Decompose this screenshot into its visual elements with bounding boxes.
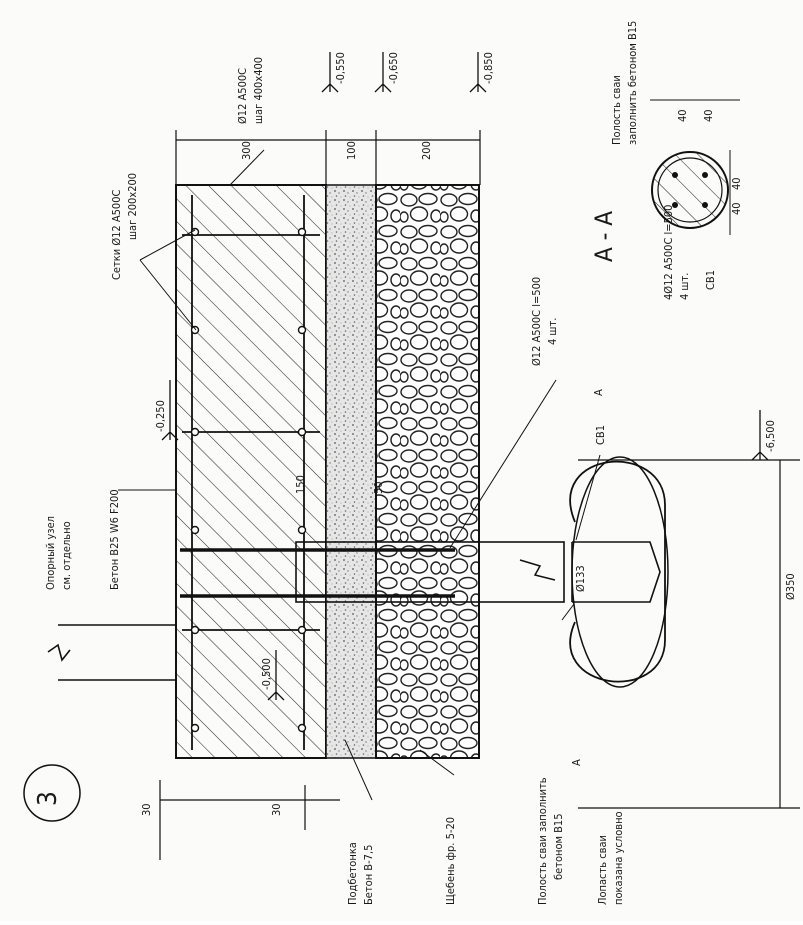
blinding-layer <box>325 184 377 759</box>
dim-50: 50 <box>372 481 385 494</box>
dim-s40d: 40 <box>730 202 743 215</box>
mesh-rebar <box>182 195 320 750</box>
dim-150: 150 <box>294 475 307 494</box>
level-l4: -0,250 <box>154 400 167 432</box>
section-cavity-label-2: заполнить бетоном В15 <box>626 21 639 145</box>
support-node-label: Опорный узел <box>44 516 57 590</box>
level-l1: -0,550 <box>334 52 347 84</box>
support-node-label-2: см. отдельно <box>60 521 73 590</box>
blade-label-2: показана условно <box>612 811 625 905</box>
dim-200: 200 <box>420 141 433 160</box>
blinding-label-2: Бетон В-7,5 <box>362 845 375 905</box>
section-bars-label: 4Ø12 А500С l=500 <box>662 205 675 300</box>
dim-30a: 30 <box>140 803 153 816</box>
level-l3: -0,850 <box>482 52 495 84</box>
dim-300: 300 <box>240 141 253 160</box>
gravel-label: Щебень фр. 5-20 <box>444 817 457 905</box>
blinding-label: Подбетонка <box>346 842 359 905</box>
support-column <box>47 624 176 681</box>
section-bars-count: 4 шт. <box>678 273 691 300</box>
dimension-lines <box>159 130 800 860</box>
rebar-top-step-label: шаг 400х400 <box>252 57 265 124</box>
section-letter-a: А <box>592 389 605 396</box>
level-l2: -0,650 <box>387 52 400 84</box>
gravel-layer <box>375 184 480 759</box>
section-cavity-label: Полость сваи <box>610 75 623 145</box>
leader-lines <box>118 149 601 801</box>
detail-number: 3 <box>33 791 63 806</box>
pile-cavity-label-2: бетоном В15 <box>552 813 565 880</box>
meshes-label: Сетки Ø12 А500С <box>110 190 123 280</box>
anchor-bars-label: Ø12 А500С l=500 <box>530 277 543 366</box>
dim-s40c: 40 <box>730 177 743 190</box>
dim-100: 100 <box>345 141 358 160</box>
anchor-bars-count: 4 шт. <box>546 318 559 345</box>
section-aa <box>650 99 740 235</box>
meshes-step-label: шаг 200х200 <box>126 173 139 240</box>
dim-pipe-d: Ø133 <box>574 565 587 592</box>
dim-30b: 30 <box>270 803 283 816</box>
pile-mark-section: СВ1 <box>704 270 717 290</box>
section-title: А - А <box>590 211 618 262</box>
section-letter-a-2: А <box>570 759 583 766</box>
pile-mark: СВ1 <box>594 425 607 445</box>
dim-s40b: 40 <box>702 109 715 122</box>
blade-label: Лопасть сваи <box>596 835 609 905</box>
rebar-top-label: Ø12 А500С <box>236 68 249 124</box>
dim-blade-d: Ø350 <box>784 573 797 600</box>
level-l5: -0,500 <box>260 658 273 690</box>
pile-cavity-label: Полость сваи заполнить <box>536 777 549 905</box>
detail-callout-circle <box>23 764 81 822</box>
pile-blade <box>569 456 669 688</box>
level-markers <box>161 52 769 701</box>
level-l6: -6,500 <box>764 420 777 452</box>
concrete-label: Бетон В25 W6 F200 <box>108 489 121 590</box>
slab-concrete-layer <box>175 184 327 759</box>
annotation-texts: 3 А - А Опорный узел см. отдельно Бетон … <box>33 21 797 905</box>
dim-s40a: 40 <box>676 109 689 122</box>
